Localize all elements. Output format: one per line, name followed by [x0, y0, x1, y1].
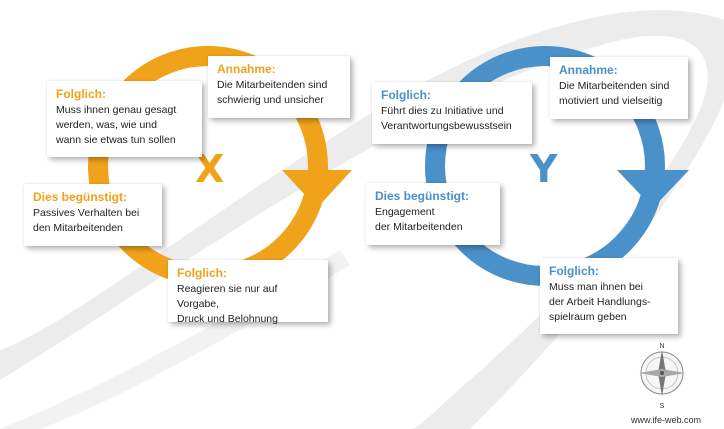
y-card-annahme: Annahme: Die Mitarbeitenden sind motivie…: [550, 57, 688, 119]
card-text: Reagieren sie nur auf Vorgabe, Druck und…: [177, 283, 278, 325]
card-heading: Folglich:: [177, 266, 227, 280]
x-card-annahme: Annahme: Die Mitarbeitenden sind schwier…: [208, 56, 350, 118]
y-card-folglich-handlungsspielraum: Folglich: Muss man ihnen bei der Arbeit …: [540, 258, 678, 334]
card-text: Muss man ihnen bei der Arbeit Handlungs-…: [549, 281, 651, 323]
x-card-dies-beguenstigt: Dies begünstigt: Passives Verhalten bei …: [24, 184, 162, 246]
compass-icon: [639, 350, 685, 396]
y-letter: Y: [530, 147, 558, 191]
card-heading: Dies begünstigt:: [33, 190, 128, 204]
card-text: Führt dies zu Initiative und Verantwortu…: [381, 105, 512, 132]
website-url: www.ife-web.com: [631, 415, 702, 425]
card-heading: Annahme:: [559, 63, 618, 77]
card-text: Muss ihnen genau gesagt werden, was, wie…: [56, 104, 177, 146]
card-heading: Folglich:: [381, 88, 431, 102]
compass-s-label: S: [660, 403, 665, 410]
card-text: Passives Verhalten bei den Mitarbeitende…: [33, 207, 140, 234]
x-card-folglich-reagieren: Folglich: Reagieren sie nur auf Vorgabe,…: [168, 260, 328, 325]
compass-n-label: N: [659, 343, 664, 350]
x-card-folglich-instructions: Folglich: Muss ihnen genau gesagt werden…: [47, 81, 202, 157]
card-text: Engagement der Mitarbeitenden: [375, 206, 463, 233]
y-cycle-arrowhead: [617, 170, 689, 208]
card-heading: Folglich:: [549, 264, 599, 278]
x-cycle-arrowhead: [282, 170, 352, 208]
card-heading: Dies begünstigt:: [375, 189, 470, 203]
y-card-folglich-initiative: Folglich: Führt dies zu Initiative und V…: [372, 82, 532, 144]
y-card-dies-beguenstigt: Dies begünstigt: Engagement der Mitarbei…: [366, 183, 500, 245]
card-heading: Folglich:: [56, 87, 106, 101]
card-heading: Annahme:: [217, 62, 276, 76]
card-text: Die Mitarbeitenden sind schwierig und un…: [217, 79, 328, 106]
card-text: Die Mitarbeitenden sind motiviert und vi…: [559, 80, 670, 107]
